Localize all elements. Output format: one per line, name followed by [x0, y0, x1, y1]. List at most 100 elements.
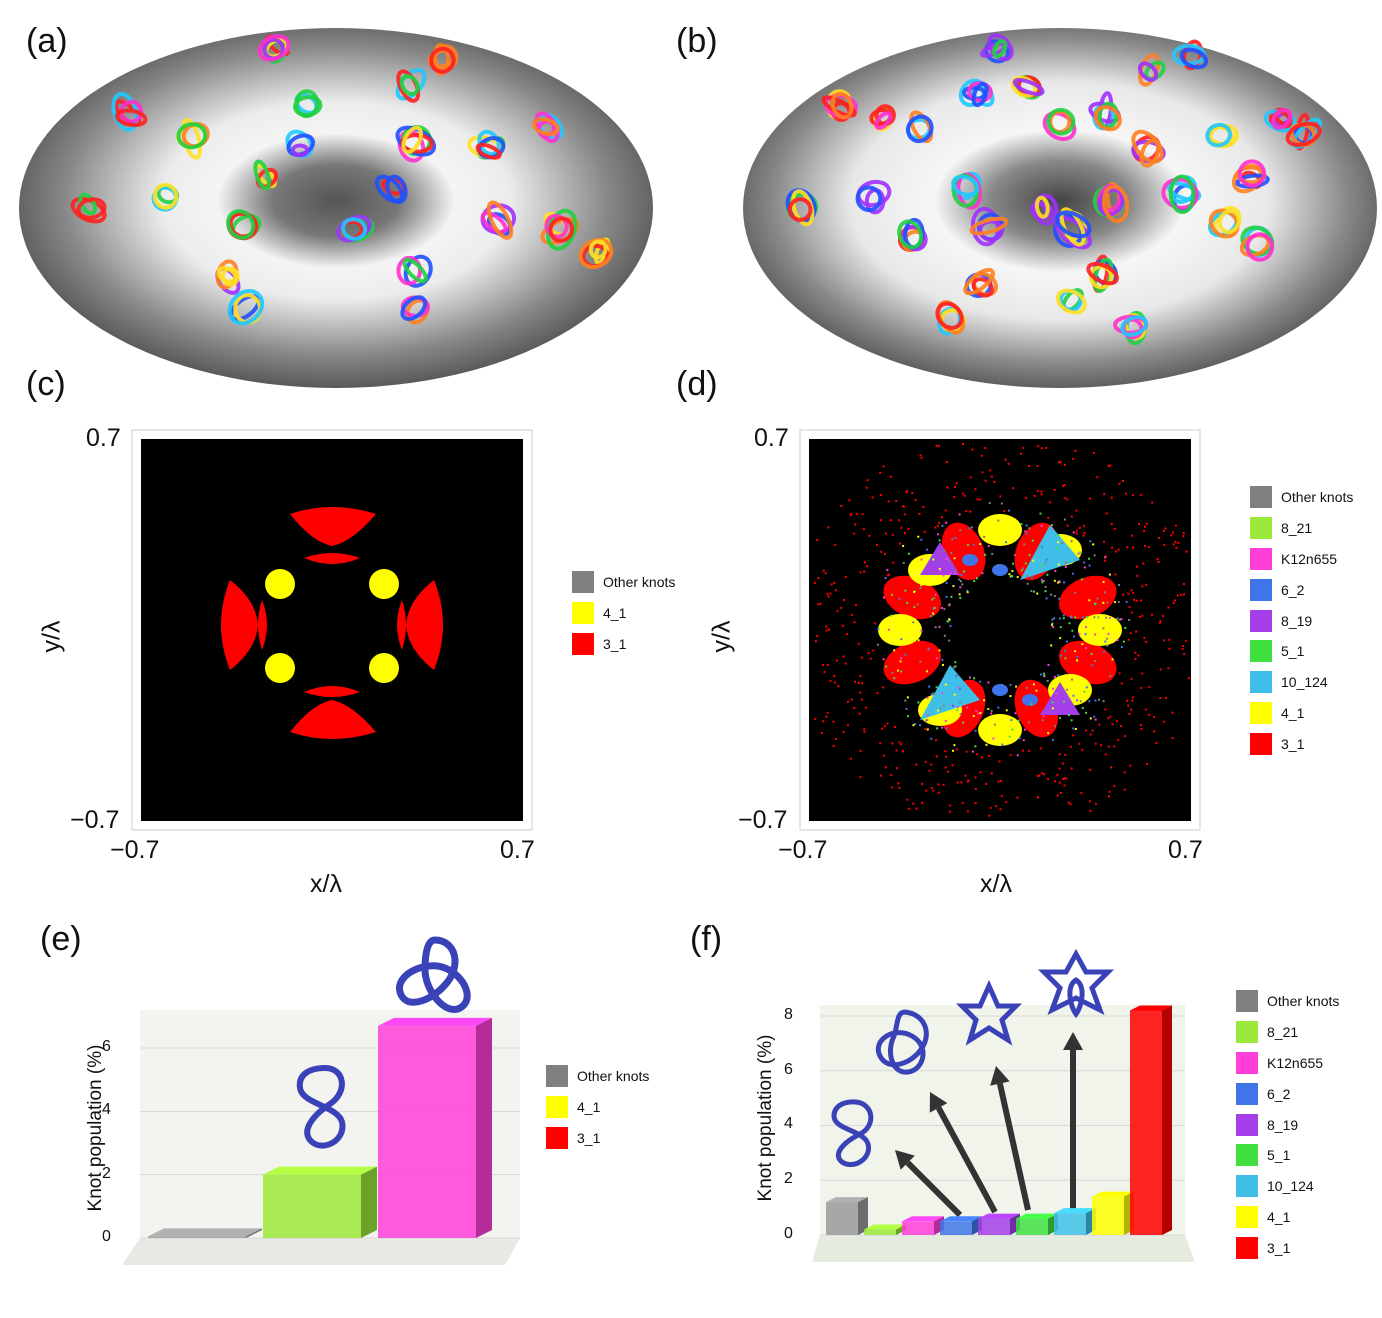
cell-3_1: [924, 760, 927, 763]
cell-speckle: [882, 658, 885, 661]
cell-3_1: [1158, 621, 1161, 624]
cell-3_1: [891, 742, 894, 745]
cell-3_1: [1072, 457, 1075, 460]
legend-item: 4_1: [1250, 698, 1353, 729]
bar-5_1: [1016, 1213, 1058, 1235]
cell-3_1: [880, 550, 883, 553]
cell-3_1: [1174, 599, 1177, 602]
cell-3_1: [999, 808, 1002, 811]
cell-speckle: [1111, 658, 1114, 661]
cell-speckle: [1057, 581, 1060, 584]
cell-3_1: [1126, 546, 1129, 549]
legend-label: 10_124: [1281, 674, 1328, 691]
legend-item: 3_1: [546, 1122, 649, 1153]
tick-label-y: 2: [102, 1164, 111, 1182]
cell-speckle: [941, 726, 944, 729]
cell-3_1: [884, 532, 887, 535]
cell-3_1: [1141, 614, 1144, 617]
cell-speckle: [947, 620, 950, 623]
cell-3_1: [1182, 644, 1185, 647]
cell-3_1: [1144, 708, 1147, 711]
cell-speckle: [906, 715, 909, 718]
tick-label-y-top: 0.7: [754, 424, 789, 452]
cell-speckle: [1120, 645, 1123, 648]
cell-speckle: [1112, 640, 1115, 643]
cell-3_1: [1088, 800, 1091, 803]
cell-speckle: [1046, 679, 1049, 682]
cell-3_1: [889, 475, 892, 478]
cell-3_1: [837, 685, 840, 688]
cell-speckle: [1117, 624, 1120, 627]
knot-tube-icon: [1205, 122, 1239, 149]
legend-item: 10_124: [1250, 667, 1353, 698]
cell-speckle: [925, 670, 928, 673]
cell-speckle: [1061, 541, 1064, 544]
knot-tube-icon: [1171, 39, 1209, 71]
cell-3_1: [821, 664, 824, 667]
cell-3_1: [1040, 447, 1043, 450]
cell-3_1: [828, 628, 831, 631]
knot-tube-icon: [400, 295, 431, 325]
cell-speckle: [945, 582, 948, 585]
cell-3_1: [953, 495, 956, 498]
cell-3_1: [1104, 708, 1107, 711]
cell-speckle: [1045, 558, 1048, 561]
cell-3_1: [859, 571, 862, 574]
cell-speckle: [1072, 531, 1075, 534]
cell-3_1: [1009, 754, 1012, 757]
cell-speckle: [1040, 564, 1043, 567]
cell-speckle: [919, 660, 922, 663]
cell-speckle: [966, 589, 969, 592]
cell-speckle: [950, 552, 953, 555]
cell-3_1: [1125, 699, 1128, 702]
cell-speckle: [1103, 591, 1106, 594]
legend-swatch: [1250, 517, 1272, 540]
cell-speckle: [1053, 595, 1056, 598]
cell-speckle: [975, 577, 978, 580]
cell-3_1: [1107, 464, 1110, 467]
cell-speckle: [1059, 626, 1062, 629]
cell-3_1: [872, 649, 875, 652]
cell-speckle: [1088, 700, 1091, 703]
tick-label-x-right: 0.7: [1168, 836, 1203, 864]
cell-speckle: [1014, 529, 1017, 532]
cell-3_1: [1132, 546, 1135, 549]
legend-item: 4_1: [1236, 1202, 1339, 1233]
cell-speckle: [1091, 664, 1094, 667]
knot-tube-icon: [963, 267, 999, 298]
cell-speckle: [983, 699, 986, 702]
cell-3_1: [944, 509, 947, 512]
y-axis-label: Knot population (%): [85, 1044, 106, 1212]
cell-3_1: [937, 444, 940, 447]
cell-speckle: [945, 727, 948, 730]
cell-3_1: [1168, 638, 1171, 641]
cell-speckle: [1090, 652, 1093, 655]
knot-tube-icon: [480, 200, 517, 240]
cell-speckle: [1077, 552, 1080, 555]
cell-speckle: [1028, 554, 1031, 557]
cell-3_1: [1122, 593, 1125, 596]
heatmap-background: [141, 439, 523, 821]
cell-speckle: [951, 538, 954, 541]
cell-3_1: [1005, 801, 1008, 804]
cell-speckle: [1089, 540, 1092, 543]
cell-3_1: [836, 610, 839, 613]
knot-tube-icon: [175, 118, 210, 160]
cell-3_1: [1184, 639, 1187, 642]
cell-3_1: [1175, 546, 1178, 549]
cell-3_1: [849, 757, 852, 760]
knot-tube-icon: [951, 171, 982, 210]
panel-d-heatmap: [799, 429, 1201, 831]
cell-3_1: [871, 496, 874, 499]
cell-3_1: [921, 801, 924, 804]
cell-speckle: [1063, 518, 1066, 521]
knot-tube-icon: [897, 217, 928, 252]
cell-3_1: [1004, 458, 1007, 461]
cell-speckle: [934, 593, 937, 596]
cell-3_1: [824, 572, 827, 575]
cell-speckle: [959, 713, 962, 716]
cell-speckle: [914, 723, 917, 726]
cell-3_1: [832, 720, 835, 723]
cell-3_1: [1019, 452, 1022, 455]
legend-label: 8_19: [1267, 1116, 1299, 1133]
